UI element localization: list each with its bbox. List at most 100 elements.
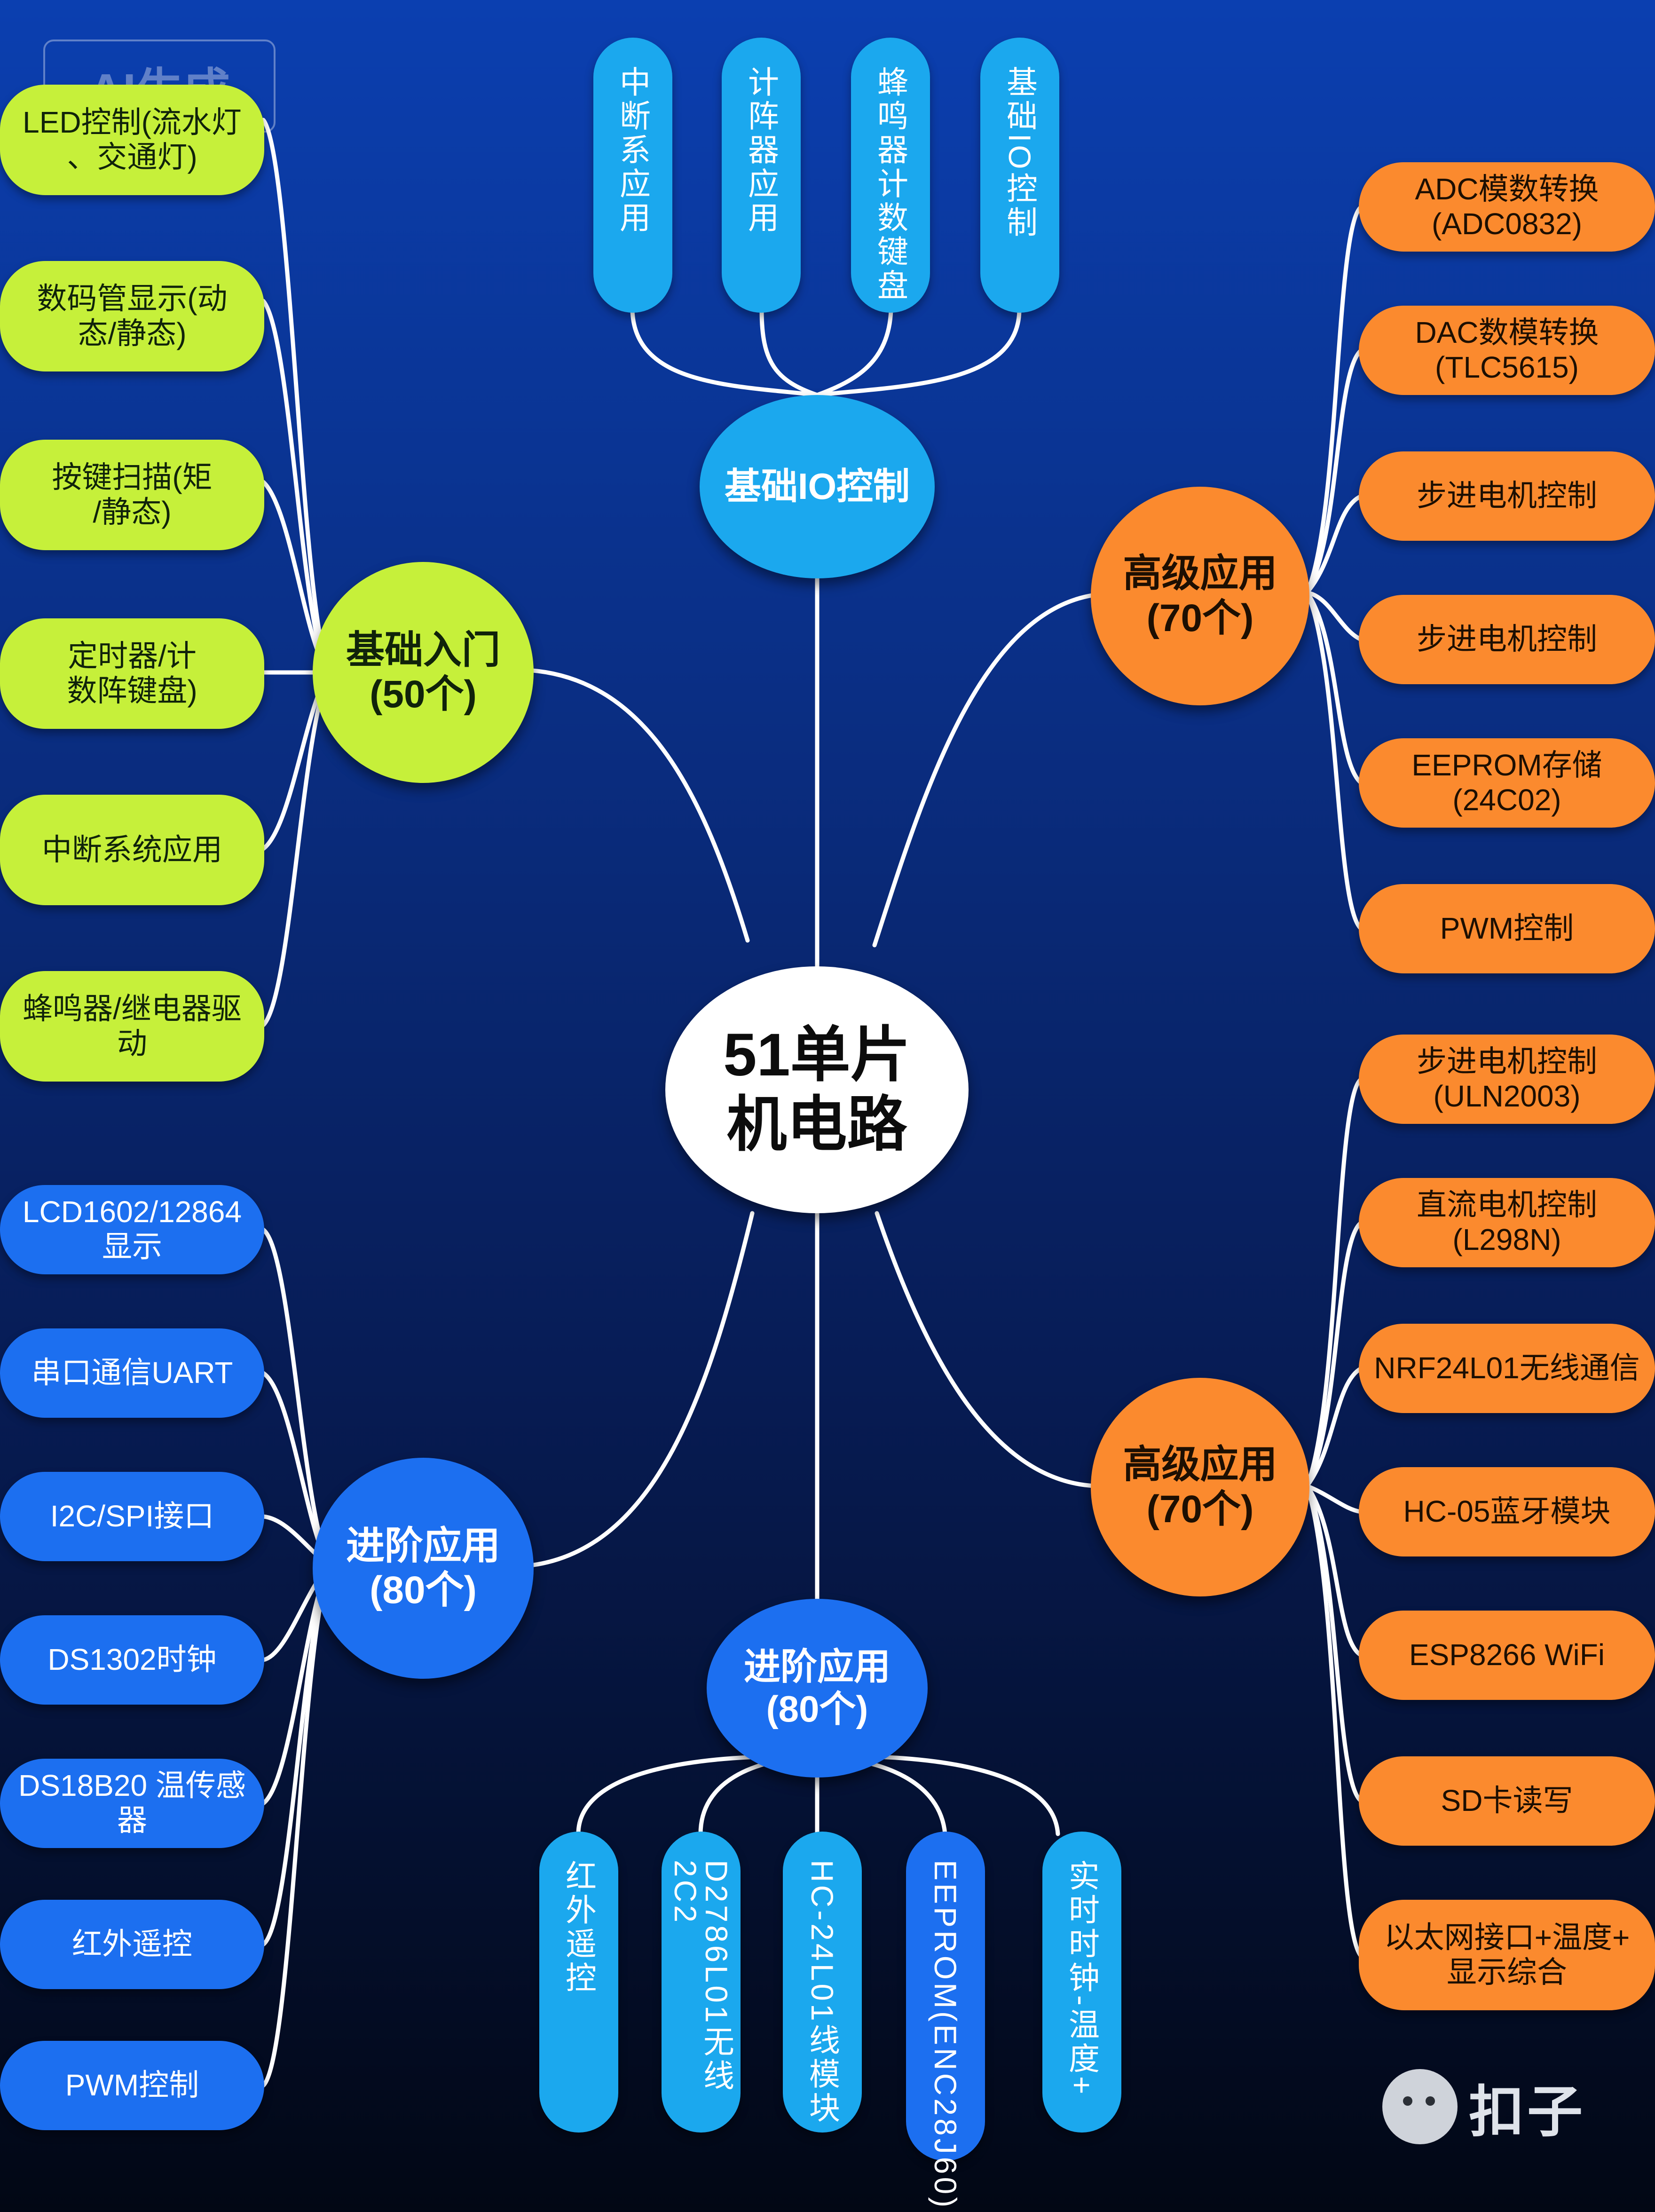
right-bottom-item-6: SD卡读写	[1359, 1756, 1655, 1846]
right-top-item-5-label: EEPROM存储(24C02)	[1411, 748, 1602, 817]
top-item-2: 计阵器应用	[722, 38, 801, 313]
left-bottom-item-3-label: I2C/SPI接口	[50, 1499, 214, 1533]
left-bottom-item-2-label: 串口通信UART	[31, 1356, 233, 1390]
left-top-hub-line2: (50个)	[370, 673, 477, 716]
left-bottom-hub-line2: (80个)	[370, 1569, 477, 1612]
right-bottom-item-5: ESP8266 WiFi	[1359, 1611, 1655, 1700]
top-hub: 基础IO控制	[700, 395, 935, 578]
left-top-hub-line1: 基础入门	[346, 628, 500, 672]
right-bottom-item-3: NRF24L01无线通信	[1359, 1324, 1655, 1413]
brand-watermark: 扣子	[1382, 2060, 1636, 2154]
left-top-item-6: 蜂鸣器/继电器驱动	[0, 971, 264, 1082]
right-top-item-1: ADC模数转换(ADC0832)	[1359, 162, 1655, 252]
bottom-hub-line1: 进阶应用	[743, 1646, 891, 1688]
right-top-item-4: 步进电机控制	[1359, 595, 1655, 684]
right-bottom-item-3-label: NRF24L01无线通信	[1374, 1351, 1640, 1385]
left-bottom-item-5-label: DS18B20 温传感器	[18, 1769, 246, 1837]
right-bottom-item-7: 以太网接口+温度+显示综合	[1359, 1900, 1655, 2010]
left-bottom-item-1: LCD1602/12864显示	[0, 1185, 264, 1274]
left-bottom-hub-line1: 进阶应用	[346, 1524, 500, 1567]
right-bottom-item-2-label: 直流电机控制(L298N)	[1417, 1188, 1597, 1256]
chat-bubble-face-icon	[1382, 2069, 1458, 2144]
right-bottom-item-7-line1: 以太网接口+温度+	[1384, 1920, 1630, 1954]
bottom-item-3-label: HC-24L01线模块	[805, 1860, 840, 2125]
top-item-1-label: 中断系应用	[615, 66, 650, 235]
left-top-item-4-line1: 定时器/计	[68, 639, 197, 673]
bottom-hub: 进阶应用 (80个)	[707, 1599, 928, 1778]
right-bottom-item-7-line2: 显示综合	[1447, 1955, 1567, 1989]
left-top-item-3: 按键扫描(矩/静态)	[0, 440, 264, 550]
right-top-item-3-label: 步进电机控制	[1417, 479, 1597, 513]
right-bottom-item-2: 直流电机控制(L298N)	[1359, 1178, 1655, 1267]
right-bottom-item-1: 步进电机控制(ULN2003)	[1359, 1035, 1655, 1124]
left-bottom-item-6: 红外遥控	[0, 1900, 264, 1989]
right-top-hub-line1: 高级应用	[1123, 552, 1277, 595]
left-bottom-item-7-label: PWM控制	[65, 2068, 199, 2102]
right-top-item-5: EEPROM存储(24C02)	[1359, 738, 1655, 828]
left-top-hub: 基础入门 (50个)	[313, 562, 534, 783]
left-top-item-4: 定时器/计数阵键盘)	[0, 618, 264, 729]
right-bottom-item-1-label: 步进电机控制(ULN2003)	[1417, 1044, 1597, 1113]
bottom-item-2-label: D2786L01无线2C2	[668, 1860, 734, 2094]
brand-name: 扣子	[1469, 2081, 1586, 2143]
left-top-item-1: LED控制(流水灯、交通灯)	[0, 85, 264, 195]
top-item-2-label: 计阵器应用	[744, 66, 779, 235]
right-bottom-item-4: HC-05蓝牙模块	[1359, 1467, 1655, 1556]
center-line1: 51单片	[723, 1021, 911, 1089]
right-bottom-hub-line2: (70个)	[1146, 1487, 1254, 1531]
left-top-item-4-line2: 数阵键盘)	[67, 673, 197, 708]
right-bottom-hub: 高级应用 (70个)	[1091, 1378, 1309, 1596]
left-bottom-item-7: PWM控制	[0, 2041, 264, 2130]
right-top-item-4-label: 步进电机控制	[1417, 622, 1597, 656]
left-bottom-item-5: DS18B20 温传感器	[0, 1759, 264, 1848]
left-bottom-item-4-label: DS1302时钟	[47, 1643, 217, 1677]
left-top-item-5-line1: 中断系统应用	[42, 832, 222, 867]
left-bottom-hub: 进阶应用 (80个)	[313, 1458, 534, 1679]
right-top-item-6-label: PWM控制	[1440, 911, 1574, 946]
right-top-hub: 高级应用 (70个)	[1091, 487, 1309, 705]
bottom-hub-line2: (80个)	[766, 1688, 868, 1730]
bottom-item-4: EEPROM(ENC28J60)	[906, 1832, 985, 2210]
center-node: 51单片 机电路	[665, 966, 969, 1213]
bottom-item-4-label: EEPROM(ENC28J60)	[928, 1860, 963, 2211]
link-center-lefttop	[524, 668, 750, 943]
top-item-4-label: 基础IO控制	[1002, 66, 1037, 240]
right-top-item-2: DAC数模转换(TLC5615)	[1359, 306, 1655, 395]
top-item-1: 中断系应用	[593, 38, 672, 313]
link-center-rightbottom	[875, 1211, 1098, 1488]
bottom-item-1-label: 红外遥控	[561, 1860, 596, 1995]
bottom-item-5-label: 实时时钟-温度+	[1064, 1860, 1099, 2097]
left-top-item-3-line1: 按键扫描(矩	[52, 460, 213, 494]
bottom-item-3: HC-24L01线模块	[783, 1832, 862, 2133]
bottom-item-2: D2786L01无线2C2	[662, 1832, 741, 2133]
left-top-item-5: 中断系统应用	[0, 795, 264, 905]
right-bottom-hub-line1: 高级应用	[1123, 1443, 1277, 1486]
left-bottom-item-4: DS1302时钟	[0, 1615, 264, 1705]
right-bottom-item-5-label: ESP8266 WiFi	[1409, 1638, 1605, 1672]
top-item-3-label: 蜂鸣器计数键盘	[873, 66, 908, 303]
right-top-item-2-label: DAC数模转换(TLC5615)	[1415, 316, 1599, 384]
top-item-4: 基础IO控制	[980, 38, 1059, 313]
left-top-item-2: 数码管显示(动态/静态)	[0, 261, 264, 371]
top-hub-label: 基础IO控制	[724, 466, 910, 507]
left-top-item-6-line1: 蜂鸣器/继电器驱动	[23, 991, 242, 1060]
right-bottom-item-4-label: HC-05蓝牙模块	[1403, 1494, 1611, 1529]
left-top-item-2-line2: 态/静态)	[78, 316, 187, 350]
left-top-item-1-line2: 、交通灯)	[67, 140, 197, 174]
left-bottom-item-2: 串口通信UART	[0, 1328, 264, 1418]
right-top-item-1-label: ADC模数转换(ADC0832)	[1415, 172, 1599, 241]
left-top-item-1-line1: LED控制(流水灯	[23, 105, 242, 139]
right-top-item-3: 步进电机控制	[1359, 451, 1655, 541]
center-line2: 机电路	[726, 1090, 907, 1158]
top-item-3: 蜂鸣器计数键盘	[851, 38, 930, 313]
left-top-item-2-line1: 数码管显示(动	[37, 281, 228, 316]
link-center-leftbottom	[524, 1211, 755, 1568]
bottom-item-1: 红外遥控	[539, 1832, 618, 2133]
right-top-item-6: PWM控制	[1359, 884, 1655, 973]
left-bottom-item-6-label: 红外遥控	[72, 1927, 192, 1961]
link-center-righttop	[872, 592, 1098, 948]
right-top-hub-line2: (70个)	[1146, 596, 1254, 640]
left-bottom-item-1-label: LCD1602/12864显示	[22, 1195, 242, 1264]
left-top-item-3-line2: /静态)	[93, 495, 172, 529]
bottom-item-5: 实时时钟-温度+	[1042, 1832, 1121, 2133]
